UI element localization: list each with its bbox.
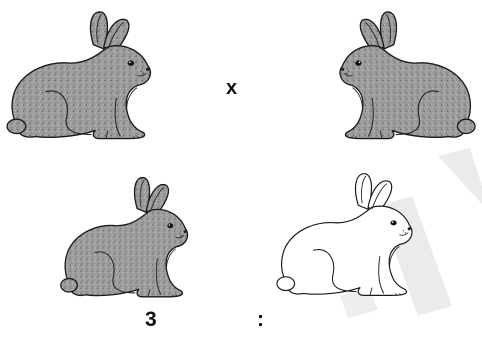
- ratio-separator: :: [257, 309, 264, 330]
- parent-grey-rabbit-mirrored-icon: [340, 12, 475, 139]
- parent-grey-rabbit-icon: [7, 12, 150, 139]
- offspring-white-rabbit-icon: [277, 174, 412, 296]
- cross-symbol: x: [226, 78, 237, 98]
- ratio-left-value: 3: [145, 309, 157, 330]
- offspring-grey-rabbit-icon: [61, 178, 188, 297]
